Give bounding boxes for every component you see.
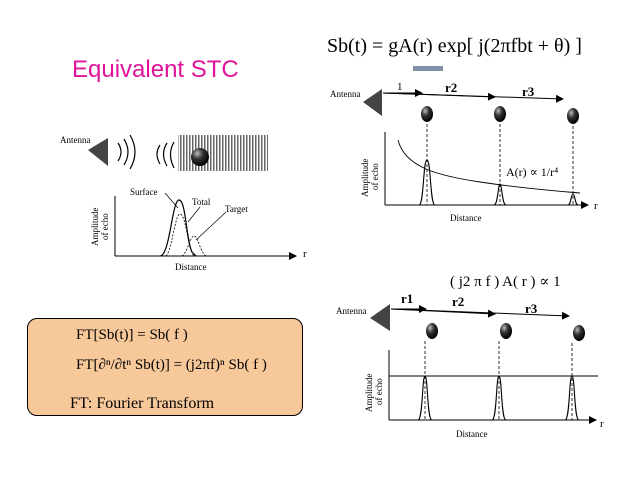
- bottom-right-diagram: Antenna r1 r2 r3 Amplitude of echo Dista…: [336, 291, 604, 439]
- br-range-2: r2: [452, 294, 464, 309]
- left-y-label-1: Amplitude: [90, 207, 100, 246]
- ft-line-1: FT[Sb(t)] = Sb( f ): [76, 327, 188, 343]
- surface-label: Surface: [130, 187, 157, 197]
- br-y-label-2: of echo: [374, 378, 384, 405]
- surface-echo-curve: [165, 213, 195, 257]
- attenuation-curve: [397, 139, 581, 194]
- target-label: Target: [225, 204, 248, 214]
- tr-x-label: Distance: [450, 213, 482, 223]
- br-target-3-icon: [573, 325, 585, 341]
- tr-r-label: r: [594, 200, 598, 212]
- left-r-label: r: [303, 248, 307, 260]
- tr-target-3-icon: [567, 108, 579, 124]
- tr-y-label-2: of echo: [370, 163, 380, 190]
- fourier-transform-box: FT[Sb(t)] = Sb( f ) FT[∂ⁿ/∂tⁿ Sb(t)] = (…: [27, 318, 303, 416]
- tr-pulse-2: [493, 183, 507, 206]
- tr-antenna-icon: [363, 89, 382, 116]
- tr-target-2-icon: [494, 106, 506, 122]
- wave-arcs-right: [156, 141, 175, 169]
- surface-hatch: [178, 135, 268, 171]
- curve-label: A(r) ∝ 1/r⁴: [506, 165, 558, 179]
- left-antenna-label: Antenna: [60, 135, 91, 145]
- left-y-label-2: of echo: [100, 213, 110, 240]
- tr-target-1-icon: [421, 106, 433, 122]
- br-pulse-1: [417, 375, 433, 421]
- br-pulse-2: [491, 375, 507, 421]
- total-label: Total: [192, 197, 211, 207]
- left-x-label: Distance: [175, 262, 207, 272]
- br-range-3: r3: [525, 301, 538, 316]
- br-antenna-label: Antenna: [336, 306, 367, 316]
- mid-formula: ( j2 π f ) A( r ) ∝ 1: [450, 274, 561, 290]
- ft-line-2: FT[∂ⁿ/∂tⁿ Sb(t)] = (j2πf)ⁿ Sb( f ): [76, 357, 267, 373]
- tr-range-2: r2: [445, 80, 457, 95]
- br-antenna-icon: [370, 304, 390, 331]
- tr-pulse-1: [418, 159, 436, 206]
- br-y-label-1: Amplitude: [364, 373, 374, 412]
- br-range-1: r1: [401, 291, 413, 306]
- tr-range-3: r3: [522, 84, 535, 99]
- br-target-2-icon: [500, 323, 512, 339]
- left-antenna-icon: [88, 138, 108, 166]
- left-target-icon: [191, 148, 209, 166]
- wave-arcs-left: [117, 134, 136, 170]
- top-formula: Sb(t) = gA(r) exp[ j(2πfbt + θ) ]: [327, 35, 582, 57]
- tr-pulse-3: [567, 193, 579, 206]
- br-target-1-icon: [426, 323, 438, 339]
- formula-underline: [413, 66, 443, 71]
- tr-antenna-label: Antenna: [330, 89, 361, 99]
- br-r-label: r: [600, 418, 604, 430]
- br-pulse-3: [564, 375, 580, 421]
- br-x-label: Distance: [456, 429, 488, 439]
- top-right-diagram: Antenna 1 r2 r3 Amplitude of echo A(r) ∝…: [330, 80, 598, 223]
- left-diagram: Antenna Amplitude of echo Surface Total …: [60, 134, 307, 272]
- target-echo-curve: [181, 235, 207, 257]
- page-title: Equivalent STC: [72, 56, 239, 83]
- tr-y-label-1: Amplitude: [360, 158, 370, 197]
- ft-line-3: FT: Fourier Transform: [70, 395, 215, 412]
- tr-range-1: 1: [397, 81, 403, 93]
